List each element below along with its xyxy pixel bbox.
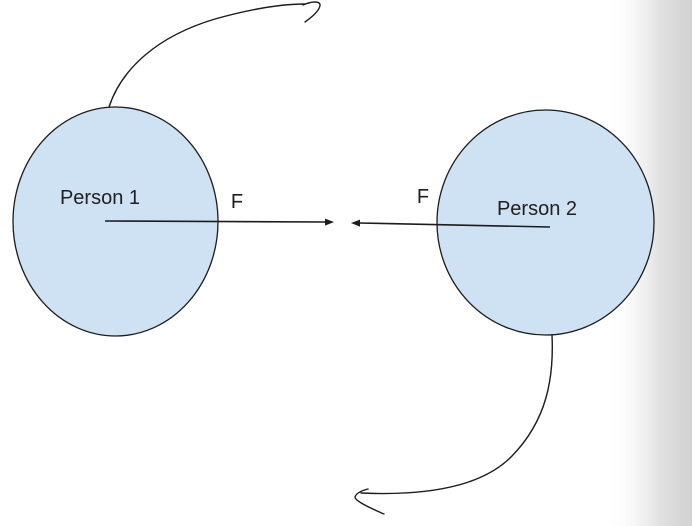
reaction-arrow-top-arrowhead-icon [302, 1, 321, 23]
reaction-arrow-bottom-curve [360, 334, 554, 495]
reaction-arrow-bottom-arrowhead-icon [354, 488, 385, 515]
force-label-left: F [231, 191, 243, 213]
force-arrow-right [104, 220, 327, 223]
force-label-right: F [417, 186, 429, 208]
force-arrow-right-arrowhead-icon [325, 218, 334, 226]
person2-circle [436, 109, 655, 336]
force-arrow-left [358, 222, 551, 228]
person1-label: Person 1 [60, 187, 140, 209]
reaction-arrow-top-curve [108, 3, 306, 108]
force-arrow-left-arrowhead-icon [351, 219, 360, 227]
person2-label: Person 2 [497, 198, 577, 220]
